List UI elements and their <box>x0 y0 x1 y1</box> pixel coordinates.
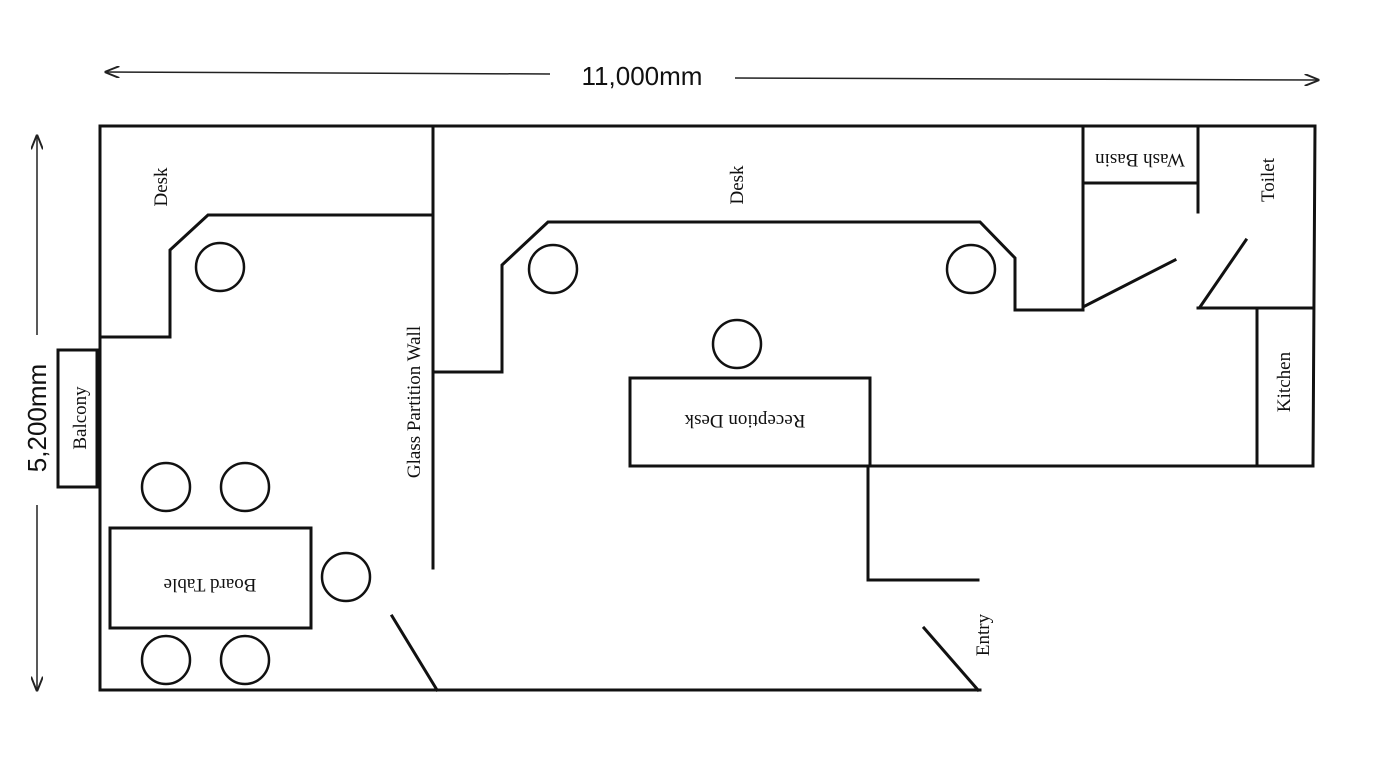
board-table <box>108 526 313 630</box>
chairs <box>140 241 997 686</box>
chair <box>140 461 192 513</box>
entry-door <box>921 625 981 693</box>
wash-basin-label: Wash Basin <box>1095 149 1185 170</box>
width-dimension: 11,000mm <box>106 61 1318 91</box>
reception-desk-label: Reception Desk <box>684 410 805 431</box>
chair <box>140 634 192 686</box>
walls <box>56 124 1317 692</box>
board-table-label: Board Table <box>164 574 257 595</box>
boardroom-door <box>389 613 440 693</box>
chair <box>945 243 997 295</box>
main-desk-counter <box>433 220 1084 374</box>
height-label: 5,200mm <box>22 364 52 472</box>
toilet-label: Toilet <box>1258 157 1279 202</box>
balcony-label: Balcony <box>70 386 91 450</box>
height-dimension: 5,200mm <box>22 136 52 690</box>
entry-label: Entry <box>973 613 994 656</box>
chair <box>320 551 372 603</box>
wash-basin-door <box>1082 257 1178 309</box>
desk-main-label: Desk <box>727 165 748 205</box>
chair <box>527 243 579 295</box>
kitchen-label: Kitchen <box>1274 351 1295 412</box>
reception-desk <box>628 376 872 468</box>
width-label: 11,000mm <box>582 61 703 91</box>
left-desk-counter <box>98 213 435 339</box>
balcony <box>56 348 99 489</box>
chair <box>219 461 271 513</box>
desk-left-label: Desk <box>151 167 172 207</box>
chair <box>194 241 246 293</box>
chair <box>219 634 271 686</box>
doors <box>389 237 1249 693</box>
chair <box>711 318 763 370</box>
toilet-door <box>1197 237 1249 310</box>
glass-partition-label: Glass Partition Wall <box>404 326 425 478</box>
